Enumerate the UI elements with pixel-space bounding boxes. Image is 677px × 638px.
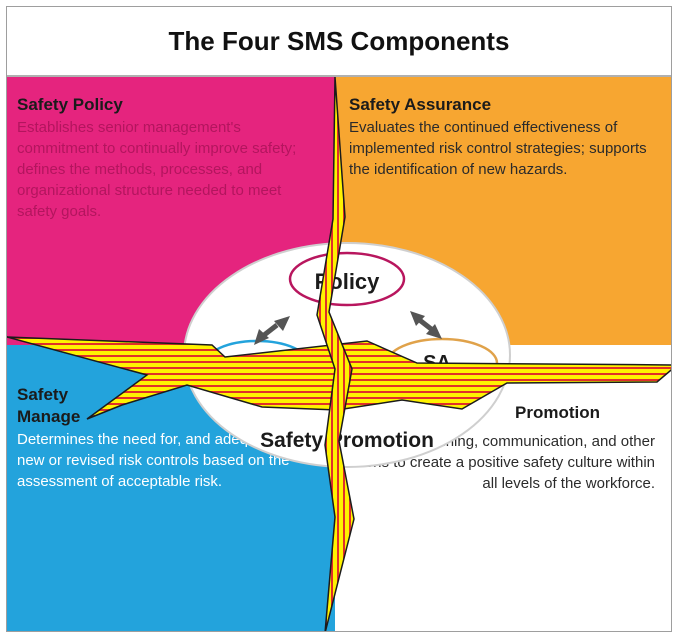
arrow-policy-srm	[254, 316, 290, 345]
risk-management-title-line2: Manage	[17, 407, 81, 426]
policy-node-outline	[288, 251, 406, 307]
safety-policy-title: Safety Policy	[17, 95, 123, 114]
diagram-title: The Four SMS Components	[7, 7, 671, 77]
diagram-frame: The Four SMS Components Safety Policy Es…	[6, 6, 672, 632]
arrow-policy-sa	[410, 311, 442, 339]
center-cycle-diagram: Policy SA Safety Promotion	[7, 76, 671, 631]
safety-assurance-title: Safety Assurance	[349, 95, 492, 114]
vertical-crack-overlay	[316, 76, 355, 631]
risk-management-title-line1: Safety	[17, 385, 69, 404]
quadrant-safety-assurance: Safety Assurance Evaluates the continued…	[335, 77, 671, 345]
risk-management-description: Determines the need for, and adequacy of…	[17, 431, 301, 490]
safety-assurance-description: Evaluates the continued effectiveness of…	[349, 119, 647, 178]
safety-policy-description: Establishes senior management's commitme…	[17, 119, 297, 220]
promotion-node-label: Safety Promotion	[260, 429, 434, 452]
safety-promotion-title: Promotion	[515, 403, 600, 422]
